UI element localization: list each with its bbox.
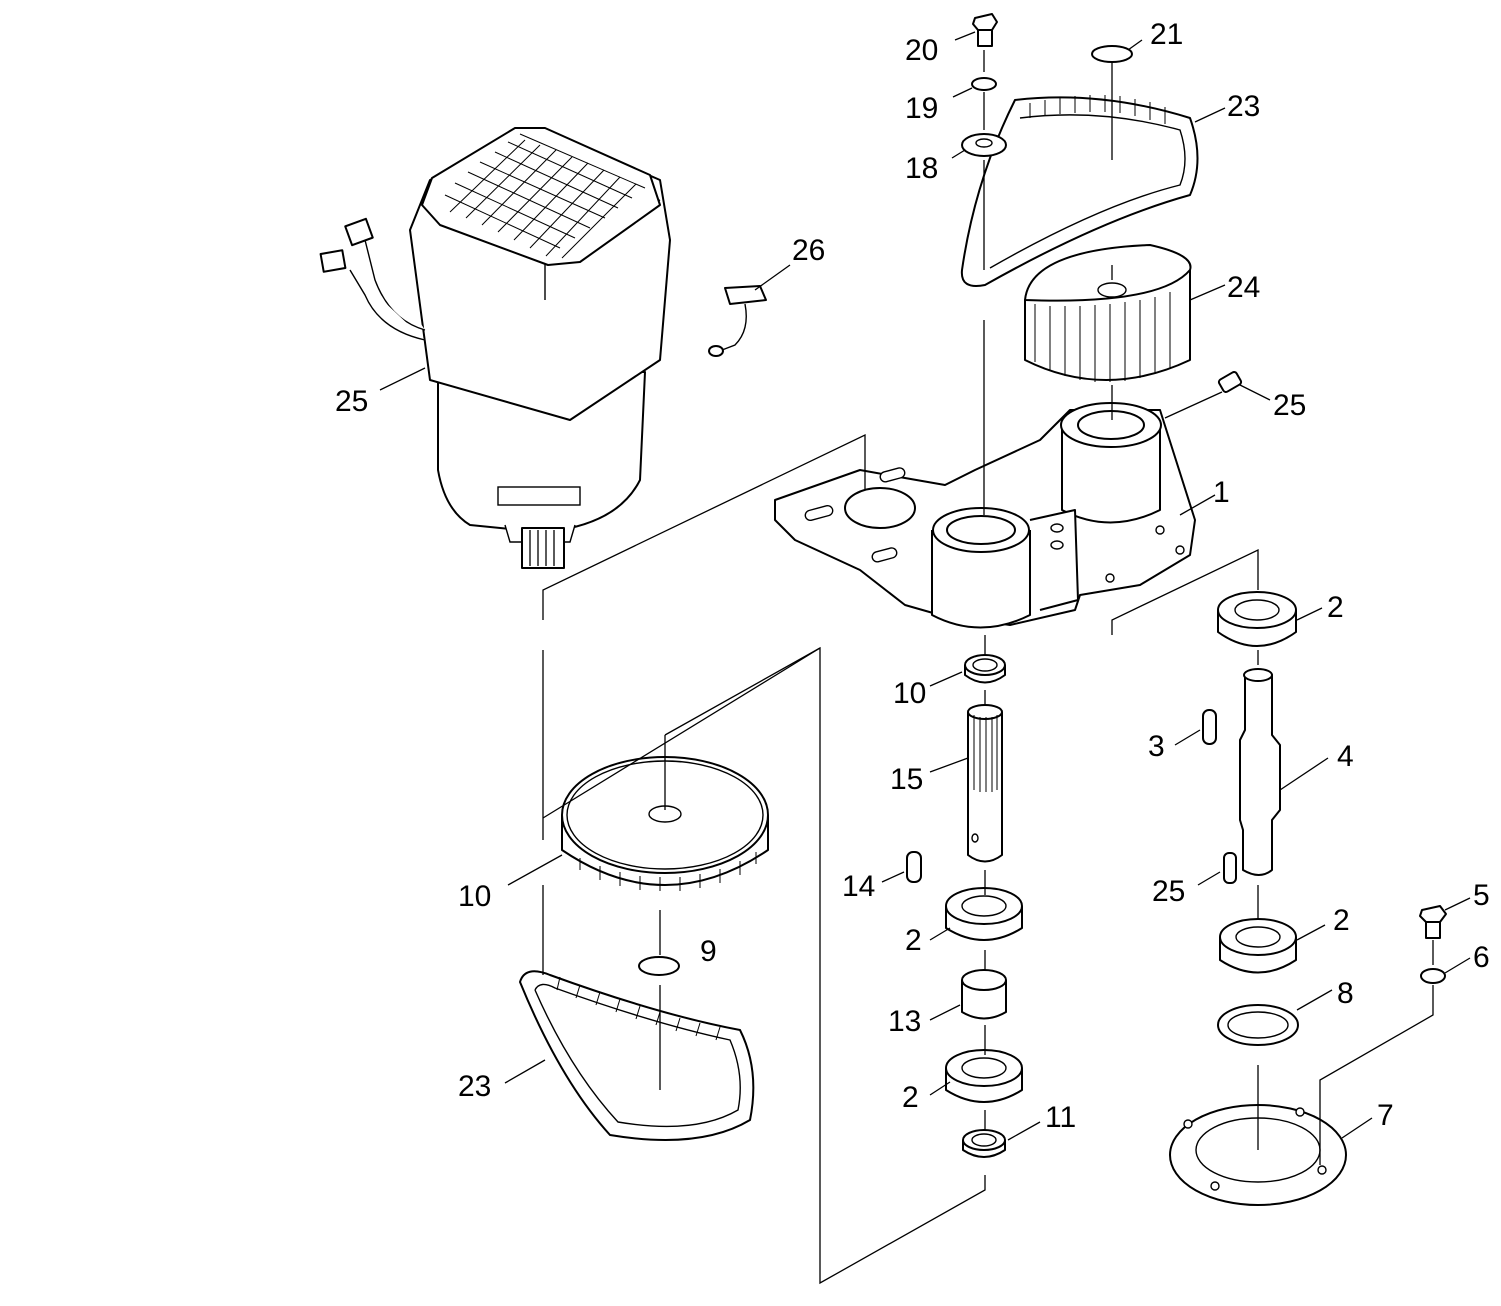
plate-part-7 [1169, 1104, 1347, 1206]
callout-6: 6 [1473, 941, 1490, 974]
callout-14: 14 [842, 870, 875, 903]
setscrew-part-25-upper [1217, 371, 1243, 393]
callout-11-upper: 10 [893, 677, 926, 710]
callout-2-mid-lower: 2 [902, 1081, 919, 1114]
motor-part-24 [319, 127, 671, 569]
pulley-part-10 [561, 756, 769, 891]
gear-part-21 [1024, 244, 1192, 382]
key-part-25 [1223, 852, 1237, 884]
assembly-lines [379, 31, 1471, 1285]
key-part-3 [1202, 709, 1217, 745]
belt-part-20 [960, 95, 1199, 287]
callout-25-upper: 25 [1273, 389, 1306, 422]
callout-16: 18 [905, 152, 938, 185]
callout-11-lower: 11 [1045, 1101, 1076, 1134]
callout-4: 4 [1337, 740, 1354, 773]
snap-ring-part-8 [1217, 1004, 1299, 1046]
shaft-part-15 [967, 704, 1003, 863]
callout-19: 21 [1150, 18, 1183, 51]
callout-3: 3 [1148, 730, 1165, 763]
callout-15: 15 [890, 763, 923, 796]
callout-5: 5 [1473, 879, 1490, 912]
callout-10: 10 [458, 880, 491, 913]
callout-21: 24 [1227, 271, 1260, 304]
shaft-part-4 [1239, 668, 1281, 876]
vent-grid [444, 133, 646, 259]
callout-1: 1 [1213, 476, 1230, 509]
bearing-part-2-upper-right [1217, 591, 1297, 647]
callout-26: 26 [792, 234, 825, 267]
housing-part-1 [774, 402, 1196, 629]
callout-24: 25 [335, 385, 368, 418]
ground-wire-part-26 [708, 285, 767, 357]
callout-7: 7 [1377, 1099, 1394, 1132]
bearing-part-2-mid-upper [945, 887, 1023, 941]
washer-part-6 [1420, 968, 1446, 984]
belt-part-23 [519, 970, 755, 1141]
callout-labels: 20 19 18 21 23 24 25 26 25 1 2 3 4 25 2 … [335, 18, 1490, 1134]
bearing-part-2-lower-right [1219, 918, 1297, 974]
callout-8: 8 [1337, 977, 1354, 1010]
washer-part-16 [961, 133, 1007, 157]
washer-part-17 [971, 77, 997, 91]
key-part-14 [906, 851, 922, 883]
callout-9: 9 [700, 935, 717, 968]
callout-25-lower: 25 [1152, 875, 1185, 908]
spacer-part-11-upper [964, 654, 1006, 684]
callout-17: 19 [905, 92, 938, 125]
callout-18: 20 [905, 34, 938, 67]
bearing-part-2-mid-lower [945, 1049, 1023, 1103]
spacer-part-13 [961, 969, 1007, 1020]
callout-2-upper-right: 2 [1327, 591, 1344, 624]
callout-2-mid-upper: 2 [905, 924, 922, 957]
snap-ring-part-9 [638, 956, 680, 976]
spacer-part-11-lower [962, 1129, 1006, 1158]
bolt-part-5 [1419, 905, 1447, 939]
snap-ring-part-19 [1091, 45, 1133, 63]
callout-20: 23 [1227, 90, 1260, 123]
callout-13: 13 [888, 1005, 921, 1038]
bolt-part-18 [972, 13, 998, 47]
callout-2-lower-right: 2 [1333, 904, 1350, 937]
callout-23: 23 [458, 1070, 491, 1103]
